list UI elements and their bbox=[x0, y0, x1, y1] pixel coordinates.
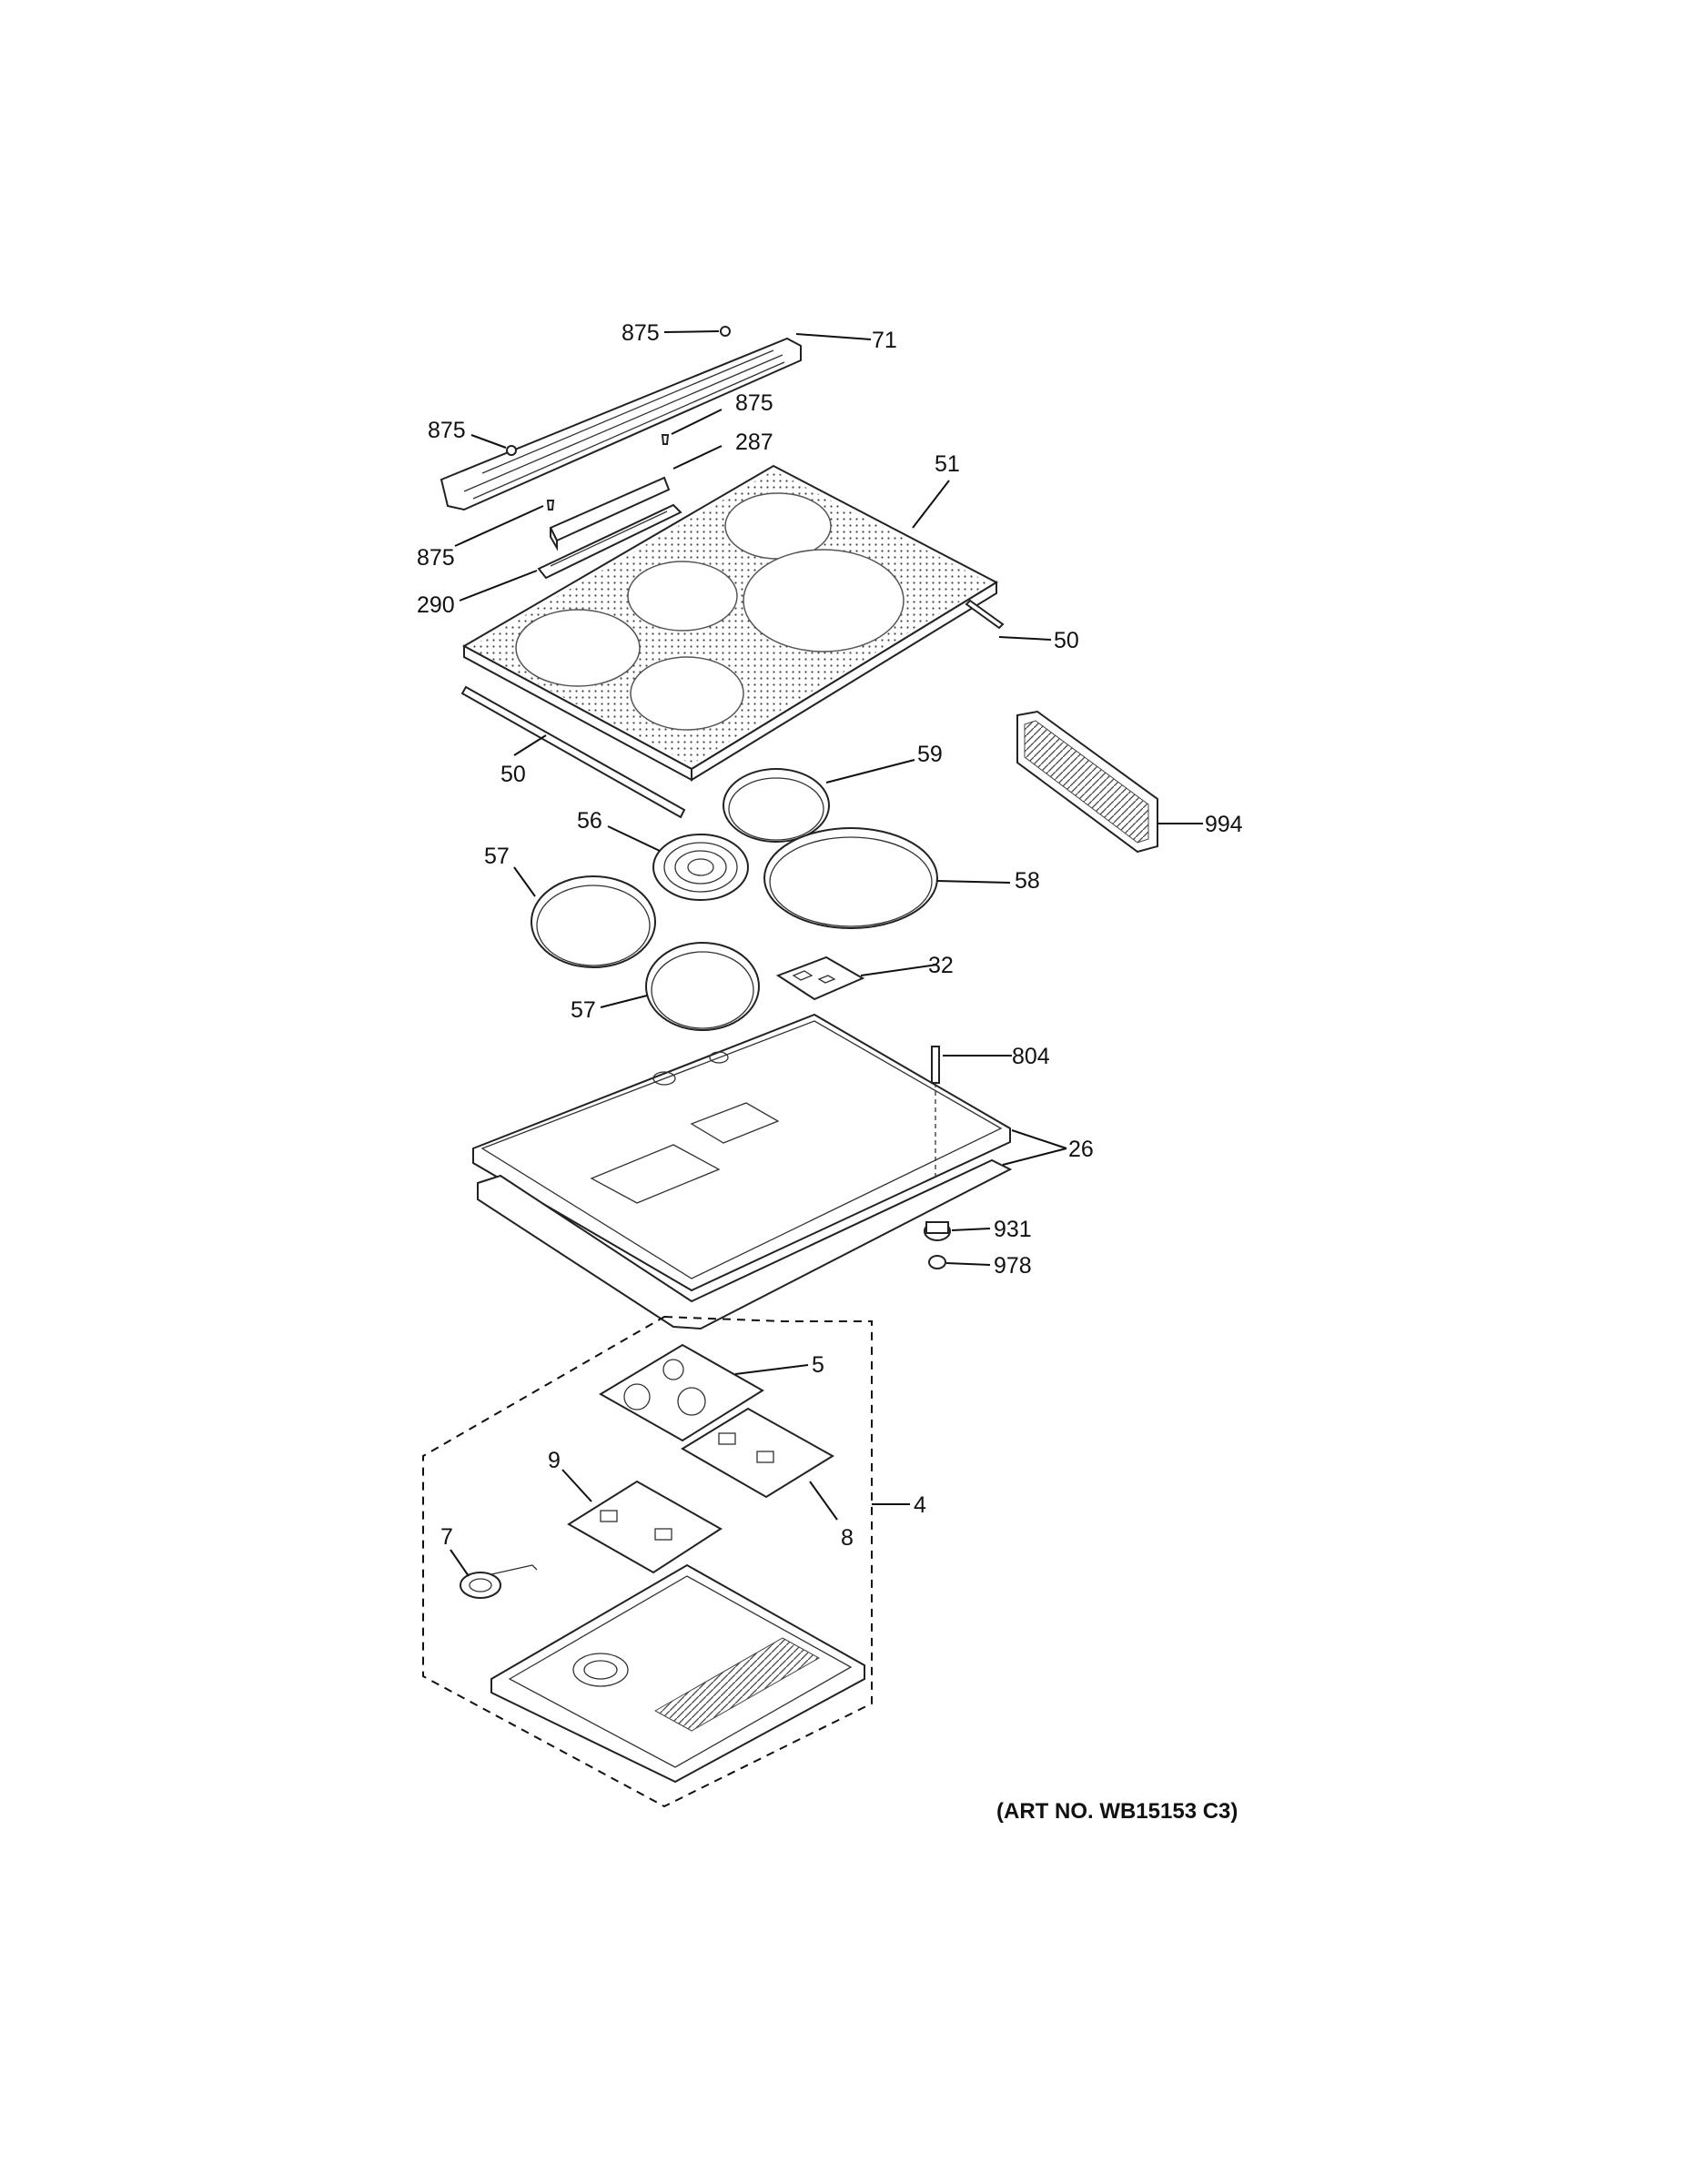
callout-978: 978 bbox=[994, 1253, 1032, 1279]
callout-50-right: 50 bbox=[1054, 628, 1079, 653]
callout-5: 5 bbox=[812, 1352, 824, 1378]
callout-290: 290 bbox=[417, 592, 455, 618]
screw-875-top bbox=[720, 326, 731, 337]
callout-287: 287 bbox=[735, 430, 773, 455]
callout-26: 26 bbox=[1068, 1137, 1094, 1162]
part-50-gasket-right bbox=[965, 599, 1005, 630]
part-804-standoff bbox=[931, 1046, 940, 1176]
part-32-board bbox=[775, 956, 865, 1001]
screw-875-left bbox=[506, 445, 517, 456]
part-56-coil bbox=[652, 834, 749, 901]
part-9-board bbox=[567, 1480, 723, 1574]
part-4-base-tray bbox=[490, 1563, 865, 1784]
callout-931: 931 bbox=[994, 1217, 1032, 1242]
callout-59: 59 bbox=[917, 742, 943, 767]
callout-9: 9 bbox=[548, 1448, 561, 1473]
callout-875-left: 875 bbox=[428, 418, 466, 443]
callout-58: 58 bbox=[1015, 868, 1040, 894]
callout-57-lower: 57 bbox=[571, 997, 596, 1023]
part-7-fan bbox=[460, 1564, 538, 1599]
callout-56: 56 bbox=[577, 808, 602, 834]
part-26-burner-box bbox=[472, 1013, 1013, 1330]
part-931-foot bbox=[924, 1221, 951, 1241]
callout-994: 994 bbox=[1205, 812, 1243, 837]
art-number: (ART NO. WB15153 C3) bbox=[996, 1799, 1238, 1824]
screw-875-lower bbox=[546, 500, 555, 511]
part-57-element-left bbox=[531, 875, 656, 968]
part-290-bracket bbox=[537, 503, 682, 580]
callout-4: 4 bbox=[914, 1492, 926, 1518]
part-51-glass-cooktop bbox=[461, 464, 999, 782]
part-71-trim-bar bbox=[440, 337, 802, 511]
part-58-element-large bbox=[763, 827, 938, 929]
leader-lines bbox=[450, 330, 1203, 1577]
callout-57-left: 57 bbox=[484, 844, 510, 869]
part-287-bracket bbox=[549, 476, 671, 551]
callout-51: 51 bbox=[935, 451, 960, 477]
callout-875-top: 875 bbox=[622, 320, 660, 346]
callout-8: 8 bbox=[841, 1525, 854, 1551]
part-57-element-lower bbox=[645, 942, 760, 1031]
callout-labels: 875 71 875 875 287 51 875 290 50 50 59 9… bbox=[417, 320, 1243, 1551]
part-4-assembly-outline bbox=[422, 1315, 873, 1808]
callout-875-right: 875 bbox=[735, 390, 773, 416]
part-978-nut bbox=[928, 1255, 946, 1269]
part-994-vent-panel bbox=[1016, 710, 1158, 854]
callout-32: 32 bbox=[928, 953, 954, 978]
part-5-power-board bbox=[599, 1343, 764, 1442]
part-59-element bbox=[723, 768, 830, 843]
callout-7: 7 bbox=[440, 1524, 453, 1550]
callout-804: 804 bbox=[1012, 1044, 1050, 1069]
callout-50-left: 50 bbox=[500, 762, 526, 787]
screw-875-right bbox=[661, 434, 670, 445]
callout-71: 71 bbox=[872, 328, 897, 353]
part-8-board bbox=[681, 1407, 834, 1499]
callout-875-lower: 875 bbox=[417, 545, 455, 571]
part-50-gasket-left bbox=[460, 685, 686, 819]
